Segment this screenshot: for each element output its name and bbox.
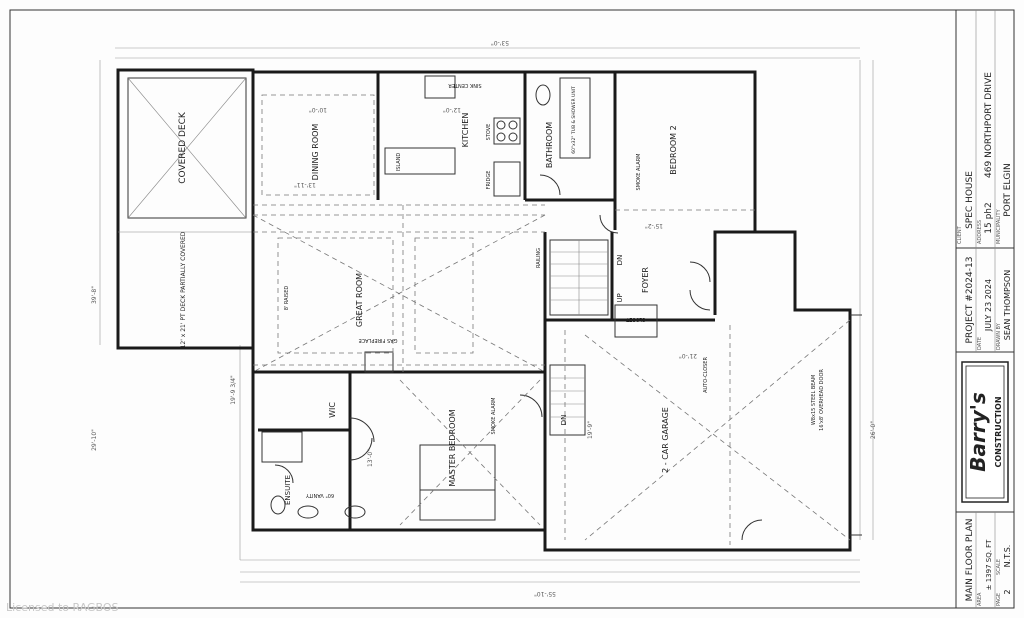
fireplace-note: GAS FIREPLACE [359, 337, 398, 343]
dim-b: 13'-0" [367, 449, 374, 467]
sink-note: SINK CENTER [448, 82, 482, 88]
sheet-border [9, 9, 1015, 609]
dim-overall-bottom: 55'-10" [534, 590, 556, 597]
garage-label: 2 - CAR GARAGE [661, 407, 670, 473]
page-value: 2 [1003, 589, 1012, 594]
smoke-alarm-note: SMOKE ALARM [491, 398, 497, 435]
drawn-by-value: SEAN THOMPSON [1003, 270, 1012, 340]
dim-e: 21'-0" [679, 352, 697, 359]
license-watermark: Licensed to RAGBOS [6, 601, 119, 614]
overhead-door-note: 16'x8' OVERHEAD DOOR [819, 369, 825, 431]
great-room-label: GREAT ROOM [355, 273, 364, 327]
island-note: ISLAND [396, 153, 402, 172]
date-value: JULY 23 2024 [984, 279, 993, 332]
wic-label: WIC [328, 402, 337, 418]
dim-c: 12'-0" [443, 106, 461, 113]
municipality-caption: MUNICIPALITY [996, 208, 1002, 244]
stove-note: STOVE [486, 124, 492, 141]
dining-room-label: DINING ROOM [311, 124, 320, 181]
steel-beam-note: W8x15 STEEL BEAM [811, 375, 817, 425]
client-value: SPEC HOUSE [965, 171, 975, 229]
scale-caption: SCALE [996, 559, 1002, 575]
logo-subtitle: CONSTRUCTION [994, 396, 1003, 467]
scale-value: N.T.S. [1003, 545, 1012, 568]
fixtures [261, 75, 658, 521]
municipality-value: PORT ELGIN [1003, 163, 1013, 217]
stairs [549, 239, 609, 436]
bathroom-label: BATHROOM [545, 122, 554, 168]
up-note: UP [616, 293, 624, 302]
dn-note: DN [616, 255, 624, 266]
ensuite-label: ENSUITE [284, 475, 292, 505]
foyer-label: FOYER [641, 267, 650, 293]
dim-d: 15'-2" [645, 222, 663, 229]
dim-g: 13'-11" [294, 181, 316, 188]
kitchen-label: KITCHEN [461, 113, 470, 148]
door-swings [274, 174, 763, 541]
area-value: ± 1397 SQ. FT [985, 539, 993, 590]
master-bedroom-label: MASTER BEDROOM [448, 409, 457, 486]
address-line-2: 469 NORTHPORT DRIVE [984, 72, 994, 178]
dimension-lines [99, 47, 874, 583]
dim-i: 26'-0" [870, 421, 877, 439]
dim-j: 29'-10" [91, 429, 98, 451]
fridge-note: FRIDGE [486, 171, 492, 190]
title-block [955, 9, 1015, 609]
page-caption: PAGE [996, 593, 1002, 606]
drawn-by-caption: DRAWN BY [996, 322, 1002, 350]
exterior-walls [251, 70, 862, 552]
client-caption: CLIENT [957, 225, 963, 244]
tub-note: 60"x32" TUB & SHOWER UNIT [571, 86, 577, 154]
dim-overall-top: 53'-0" [491, 39, 509, 46]
auto-closer-note: AUTO-CLOSER [703, 357, 709, 393]
address-caption: ADDRESS [977, 220, 983, 244]
sheet-title: MAIN FLOOR PLAN [965, 519, 975, 602]
ceiling-lines [252, 94, 851, 545]
deck-partial-label: 12' x 21' PT DECK PARTIALLY COVERED [180, 231, 187, 348]
company-logo [961, 361, 1009, 503]
closet-note: CLOSET [625, 316, 645, 322]
logo-name: Barry's [966, 392, 990, 472]
dim-h: 19'-9 3/4" [230, 375, 237, 405]
smoke-alarm-bedroom2-note: SMOKE ALARM [636, 154, 642, 191]
interior-walls [253, 72, 617, 530]
dim-k: 39'-8" [91, 286, 98, 304]
project-number: PROJECT #2024-13 [965, 257, 975, 344]
area-caption: AREA [977, 592, 983, 606]
raised-ceiling-note: 8' RAISED [284, 286, 290, 311]
vanity-note: 60" VANITY [305, 492, 334, 498]
dn-basement-note: DN [560, 415, 568, 426]
dim-f: 19'-9" [587, 421, 594, 439]
address-line-1: 15 ph2 [984, 202, 994, 233]
dim-a: 10'-0" [309, 106, 327, 113]
railing-note: RAILING [536, 248, 542, 268]
bedroom-2-label: BEDROOM 2 [669, 125, 678, 174]
date-caption: DATE [977, 337, 983, 350]
covered-deck-label: COVERED DECK [178, 111, 188, 184]
